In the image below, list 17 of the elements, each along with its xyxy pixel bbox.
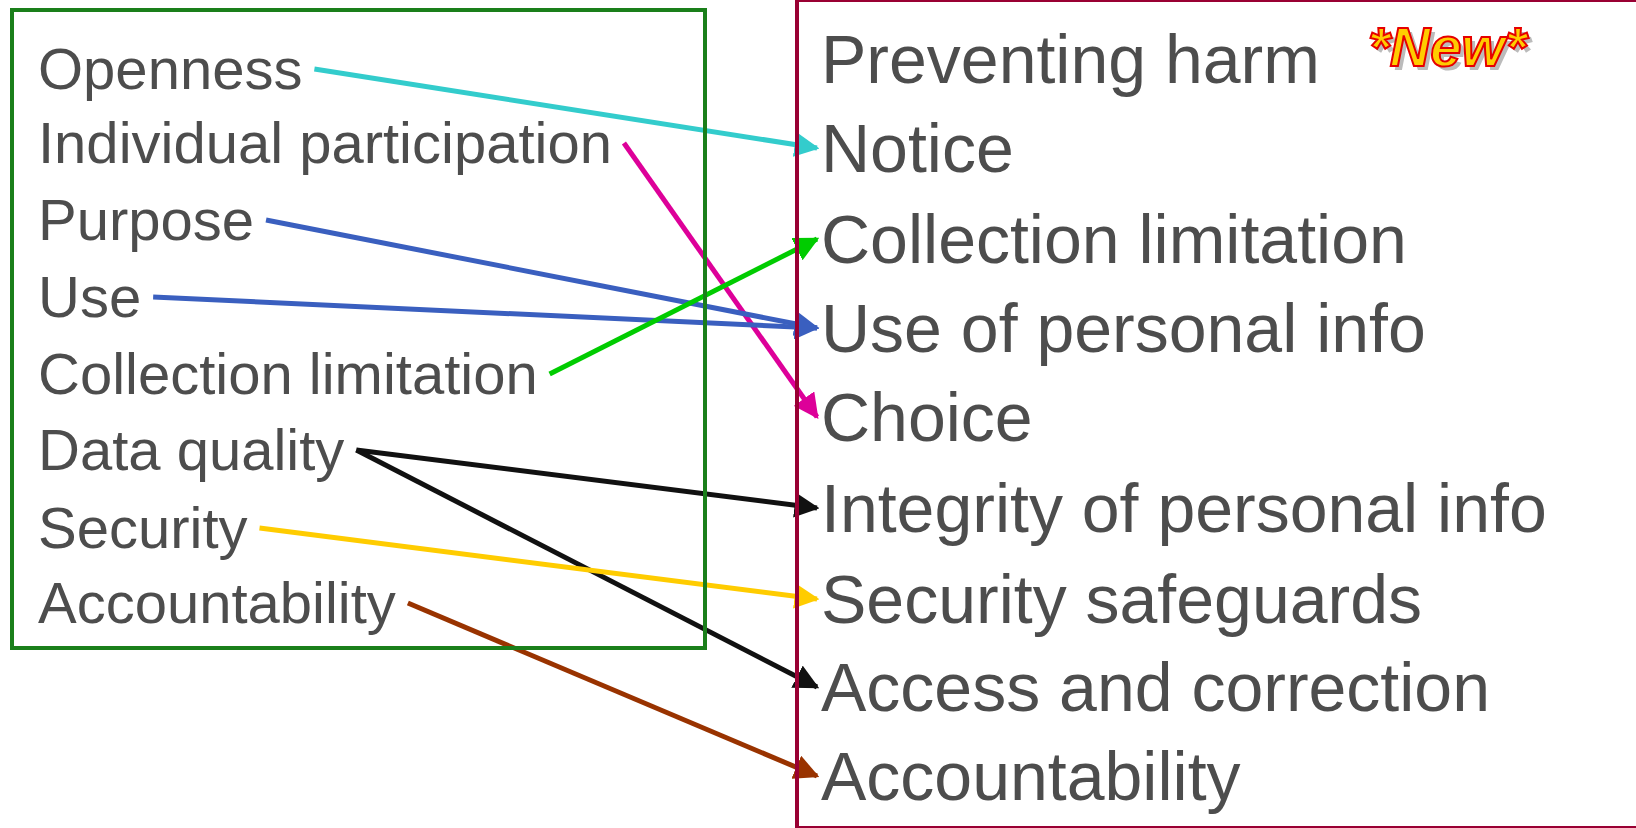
arrow [153,294,820,340]
group-box [795,0,1636,828]
arrow [259,525,820,609]
principle-text: Collection limitation [821,205,1407,273]
principle-text: Choice [821,383,1033,451]
principle-text: Collection limitation [38,345,538,403]
arrow [356,447,820,518]
principle-text: Access and correction [821,653,1490,721]
principle-text: Notice [821,114,1014,182]
principle-text: Use [38,268,142,326]
arrow [355,447,820,690]
arrow [548,236,820,377]
arrow [621,141,820,420]
arrow [314,66,820,157]
arrow [406,600,820,779]
group-box [10,8,707,650]
new-badge-text: *New* [1367,19,1527,75]
